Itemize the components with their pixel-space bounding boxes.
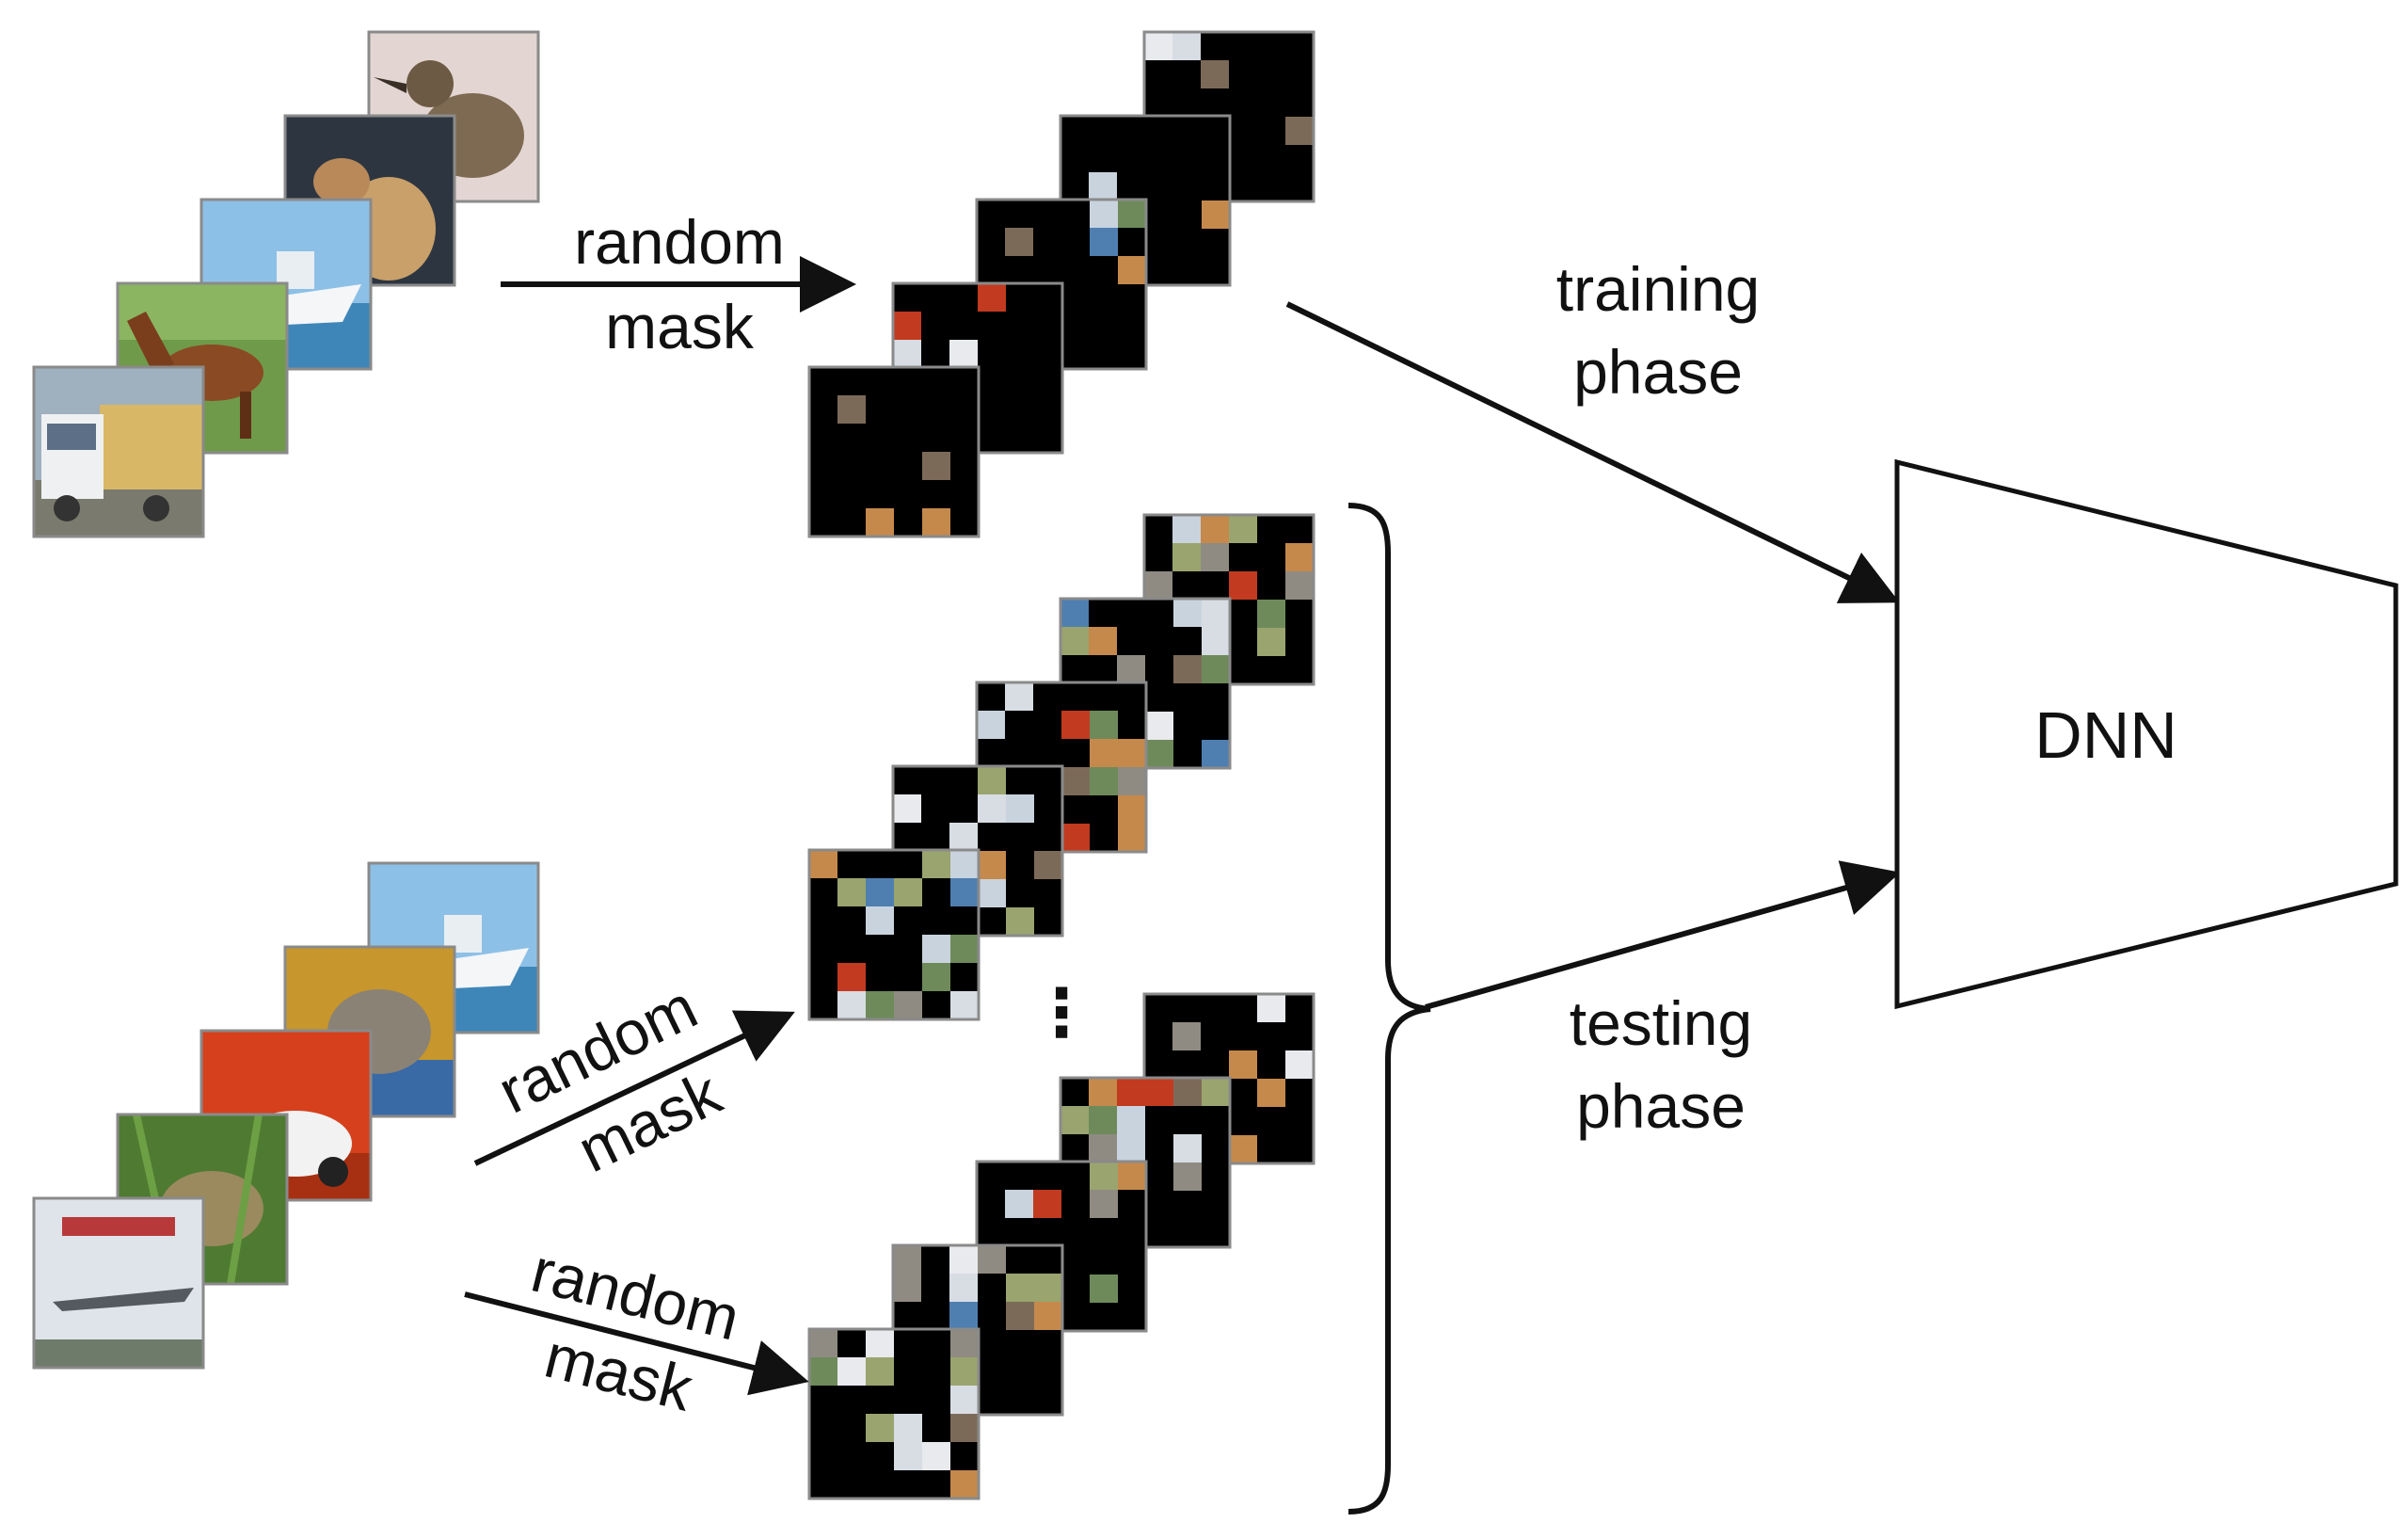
testing-masked-stack-2 — [807, 992, 1316, 1500]
testing-masked-stack-1 — [807, 513, 1316, 1021]
testing-phase-arrow — [1425, 860, 1901, 1010]
testing-input-stack — [32, 861, 540, 1370]
training-label: training — [1556, 254, 1760, 324]
testing-phase-label: phase — [1576, 1071, 1746, 1141]
top-random-label: random — [574, 207, 785, 277]
bottom-mask-arrow-2 — [464, 1291, 809, 1396]
dnn-label: DNN — [2034, 698, 2177, 772]
truck-image — [32, 365, 205, 538]
bottom-mask-arrow-1 — [473, 1010, 795, 1166]
training-masked-stack — [807, 30, 1316, 538]
masked-airplane-image — [807, 1327, 981, 1500]
top-mask-label: mask — [605, 292, 755, 361]
ellipsis-dots: ⋮ — [1029, 976, 1094, 1050]
masked-truck-image — [807, 365, 981, 538]
testing-label: testing — [1570, 988, 1752, 1058]
training-input-stack — [32, 30, 540, 538]
dnn-block — [1894, 458, 2399, 1010]
masked-airplane-image — [807, 848, 981, 1021]
training-phase-arrow — [1285, 301, 1900, 603]
test-set-brace — [1348, 503, 1431, 1515]
airplane-image — [32, 1196, 205, 1370]
training-phase-label: phase — [1573, 337, 1743, 407]
